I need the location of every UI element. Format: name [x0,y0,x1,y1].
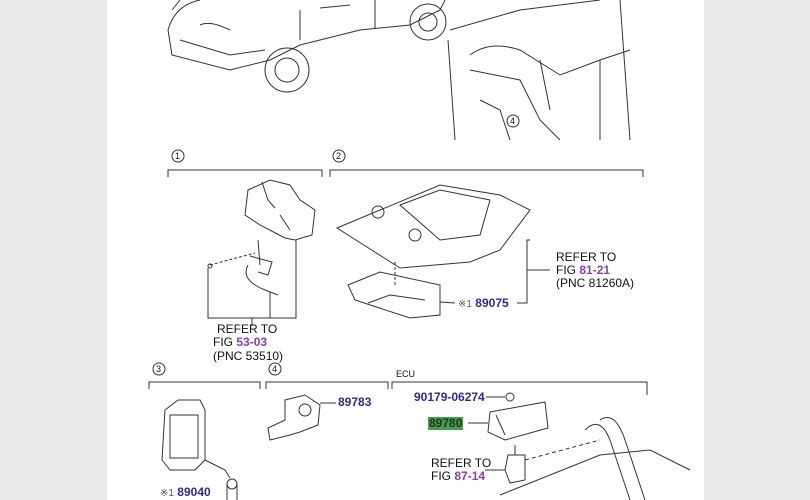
section-4-callout [268,362,282,376]
fig-link-53-03[interactable]: 53-03 [236,335,268,349]
section-2-refer-label: REFER TO [556,250,617,264]
section-1-callout [171,149,185,163]
overhead-console-drawing [335,184,550,319]
fig-prefix: FIG [556,263,576,277]
part-note: ※1 [160,488,174,499]
section-2-callout [332,149,346,163]
part-link-89040[interactable]: 89040 [177,485,211,499]
section-1-fig-ref: FIG 53-03 [213,336,267,349]
ecu-module-drawing [161,399,238,500]
ecu-fig-ref: FIG 87-14 [431,470,485,483]
section-1-number: 1 [175,151,181,161]
vehicle-overview-drawing [167,0,631,141]
part-link-89075[interactable]: 89075 [475,296,509,310]
fig-link-81-21[interactable]: 81-21 [579,263,611,277]
sensor-drawing [267,394,336,441]
section-3-callout [152,362,166,376]
part-link-89783[interactable]: 89783 [338,395,372,409]
section-3-number: 3 [156,364,162,374]
ecu-refer-label: REFER TO [431,456,492,470]
fig-link-87-14[interactable]: 87-14 [454,469,486,483]
section-1-pnc: (PNC 53510) [213,349,284,363]
section-1-refer-label: REFER TO [217,322,278,336]
section-4-number: 4 [272,364,278,374]
section-2-number: 2 [336,151,342,161]
part-note: ※1 [458,299,472,310]
section-2-pnc: (PNC 81260A) [556,276,635,290]
part-link-89780-highlighted[interactable]: 89780 [428,416,464,430]
overview-callout-number: 4 [510,116,516,126]
callout-4-overview [506,114,520,128]
section-2-fig-ref: FIG 81-21 [556,264,610,277]
section-brackets [148,169,648,395]
part-link-90179-06274[interactable]: 90179-06274 [414,390,485,404]
fig-prefix: FIG [431,469,451,483]
ecu-section-label: ECU [396,369,416,379]
door-latch-drawing [207,179,316,326]
part-89040-label: ※1 89040 [160,486,211,500]
diagram-sheet [107,0,704,500]
fig-prefix: FIG [213,335,233,349]
part-89075-label: ※1 89075 [458,297,509,311]
ecu-bracket-drawing [468,392,691,500]
